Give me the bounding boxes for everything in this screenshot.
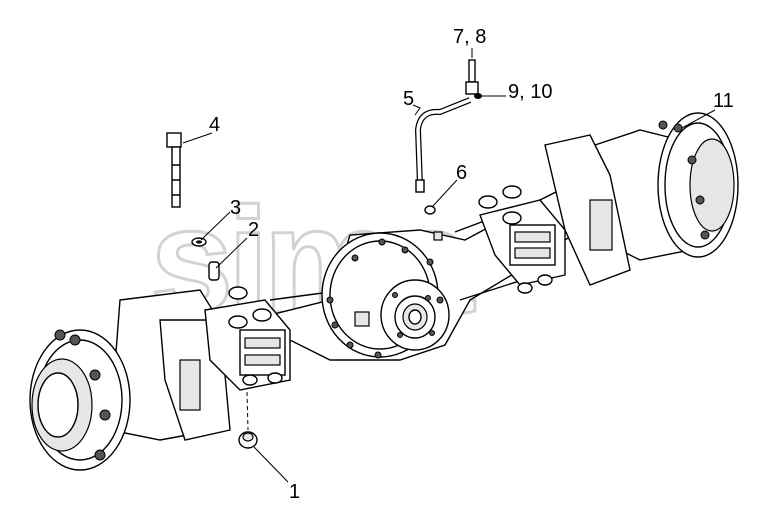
callout-9-10: 9, 10 <box>508 81 552 103</box>
callout-3: 3 <box>230 197 241 219</box>
right-wheel-hub <box>544 112 739 286</box>
differential-housing <box>321 232 450 359</box>
nut-part-1 <box>238 431 258 449</box>
callout-labels: 1 2 3 4 5 6 7, 8 9, 10 11 <box>209 26 734 503</box>
callout-2: 2 <box>248 219 259 241</box>
callout-5: 5 <box>403 88 414 110</box>
nut-axis <box>246 391 249 431</box>
breather-hose-part-5 <box>414 97 472 193</box>
left-mounting-block <box>204 286 291 391</box>
callout-1: 1 <box>289 481 300 503</box>
valve-parts-7-10 <box>465 59 482 99</box>
fitting-part-6 <box>424 205 443 241</box>
callout-6: 6 <box>456 162 467 184</box>
callout-7-8: 7, 8 <box>453 26 486 48</box>
sleeve-part-2 <box>208 261 220 281</box>
bolt-part-4 <box>166 132 182 208</box>
callout-11: 11 <box>713 90 734 112</box>
leader-lines <box>182 48 716 483</box>
washer-part-3 <box>191 237 207 247</box>
right-mounting-block <box>478 185 566 294</box>
left-wheel-hub <box>29 289 231 471</box>
callout-4: 4 <box>209 114 220 136</box>
